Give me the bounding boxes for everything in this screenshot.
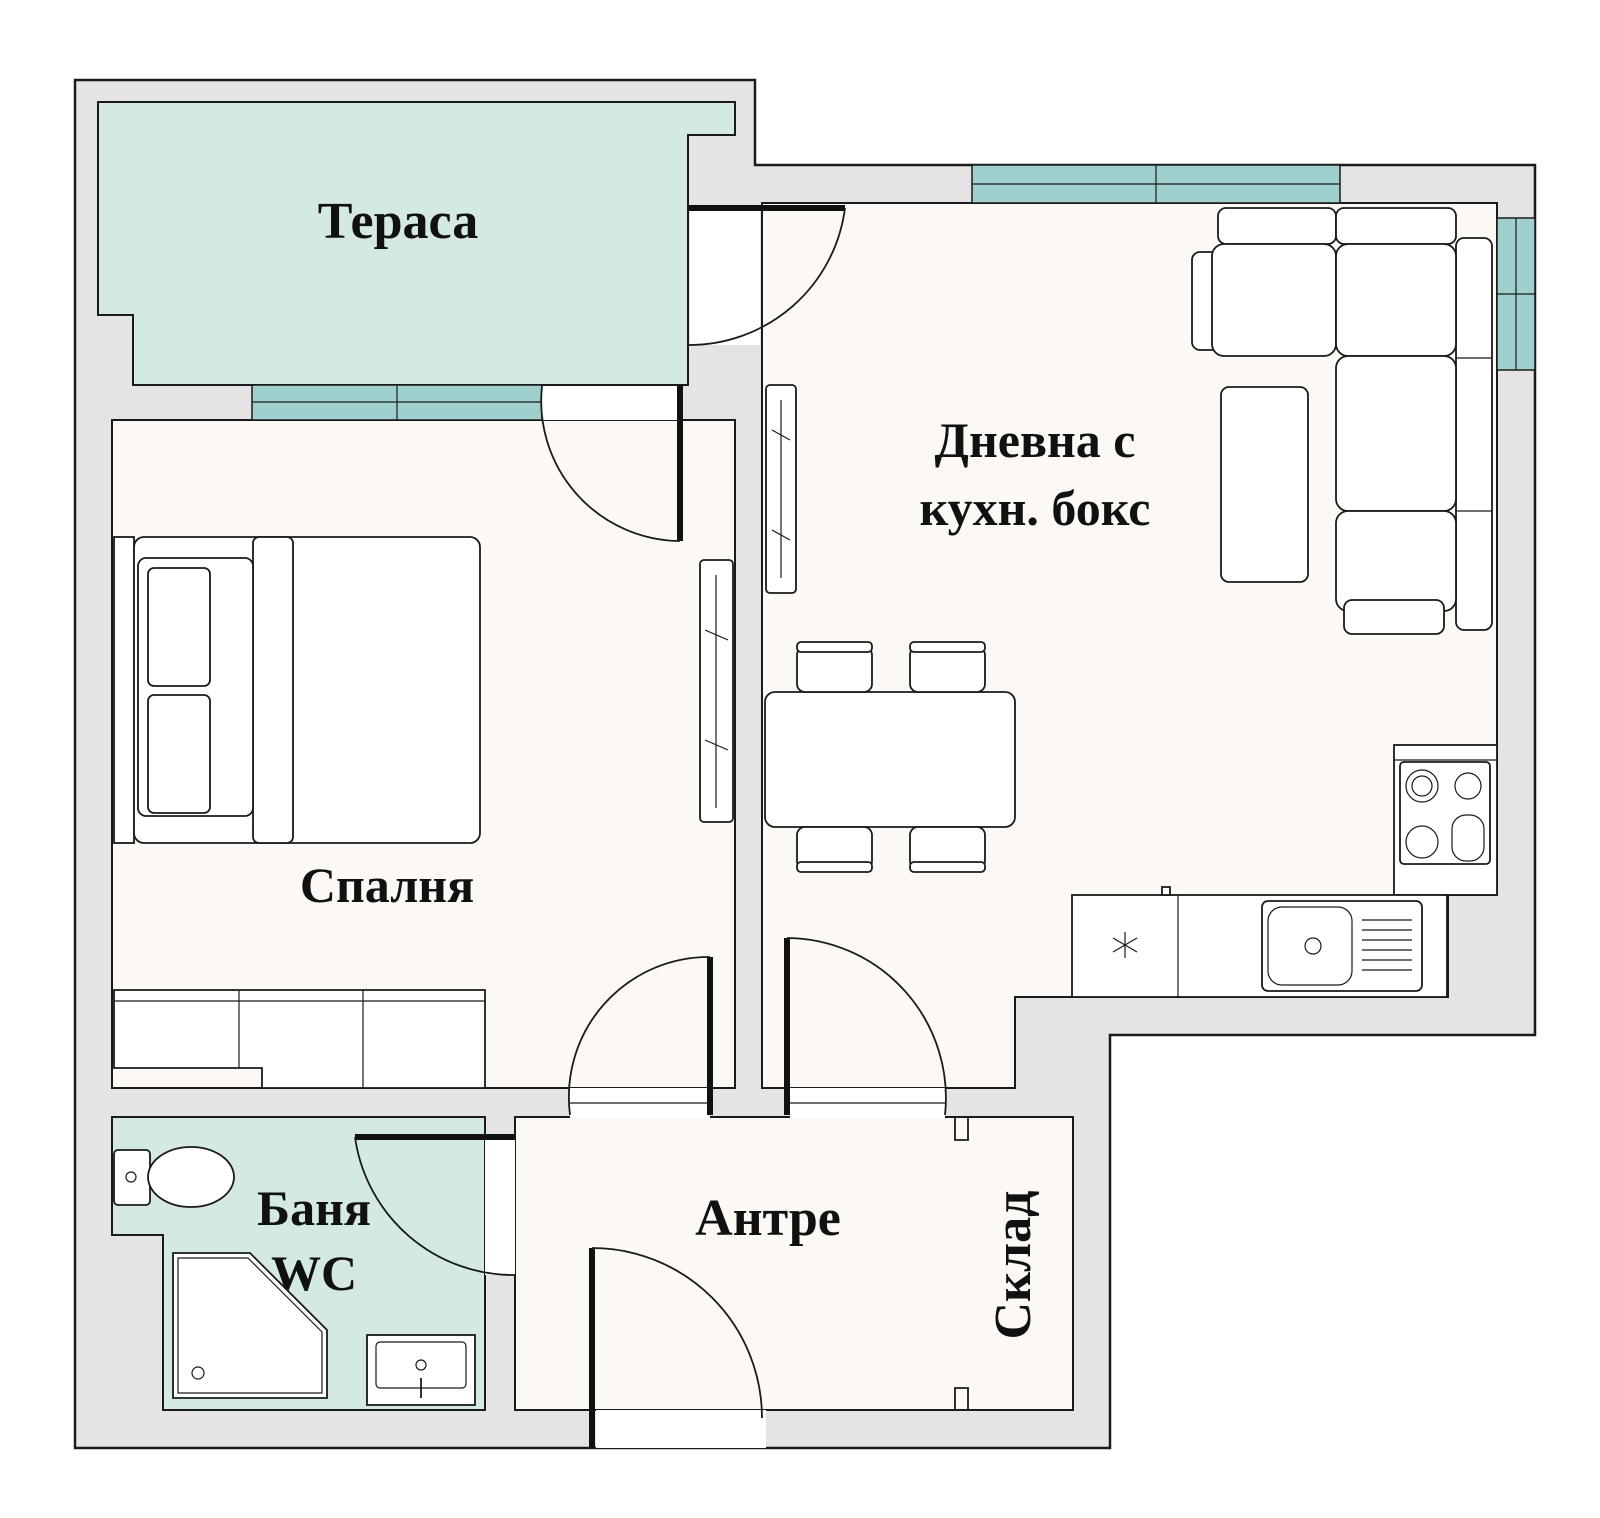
kitchen (1071, 744, 1498, 998)
hall-label: Антре (695, 1190, 841, 1247)
dining-chair (909, 646, 986, 693)
terrace-room: Тераса (97, 101, 736, 386)
bedroom-furniture (113, 536, 486, 1089)
bathroom-label-line1: Баня (257, 1180, 371, 1236)
pillow-top (147, 567, 211, 687)
dining-chair (796, 646, 873, 693)
bedroom-label: Спалня (300, 857, 474, 913)
storage-niche (954, 1117, 969, 1410)
dining-table (764, 691, 1016, 828)
living-furniture (764, 207, 1493, 873)
stove-icon (1399, 761, 1491, 865)
hall-room: Антре Склад (514, 1116, 1074, 1411)
bed-headboard (113, 536, 135, 844)
bathroom-fixtures (113, 1146, 476, 1406)
storage-label: Склад (985, 1191, 1042, 1340)
bedroom-dresser (113, 989, 486, 1089)
shower-icon (172, 1252, 328, 1399)
windows (251, 164, 1536, 421)
terrace-label: Тераса (318, 193, 478, 250)
doors (354, 205, 947, 1448)
sofa (1335, 207, 1457, 245)
toilet-icon (113, 1146, 235, 1208)
wardrobes (699, 384, 797, 823)
living-room-label-line2: кухн. бокс (919, 480, 1150, 536)
fan-icon (1112, 932, 1138, 958)
pillow-bottom (147, 694, 211, 814)
washbasin-icon (366, 1334, 476, 1406)
living-room-label-line1: Дневна с (935, 412, 1136, 468)
kitchen-sink-icon (1261, 900, 1423, 992)
coffee-table (1220, 386, 1309, 583)
